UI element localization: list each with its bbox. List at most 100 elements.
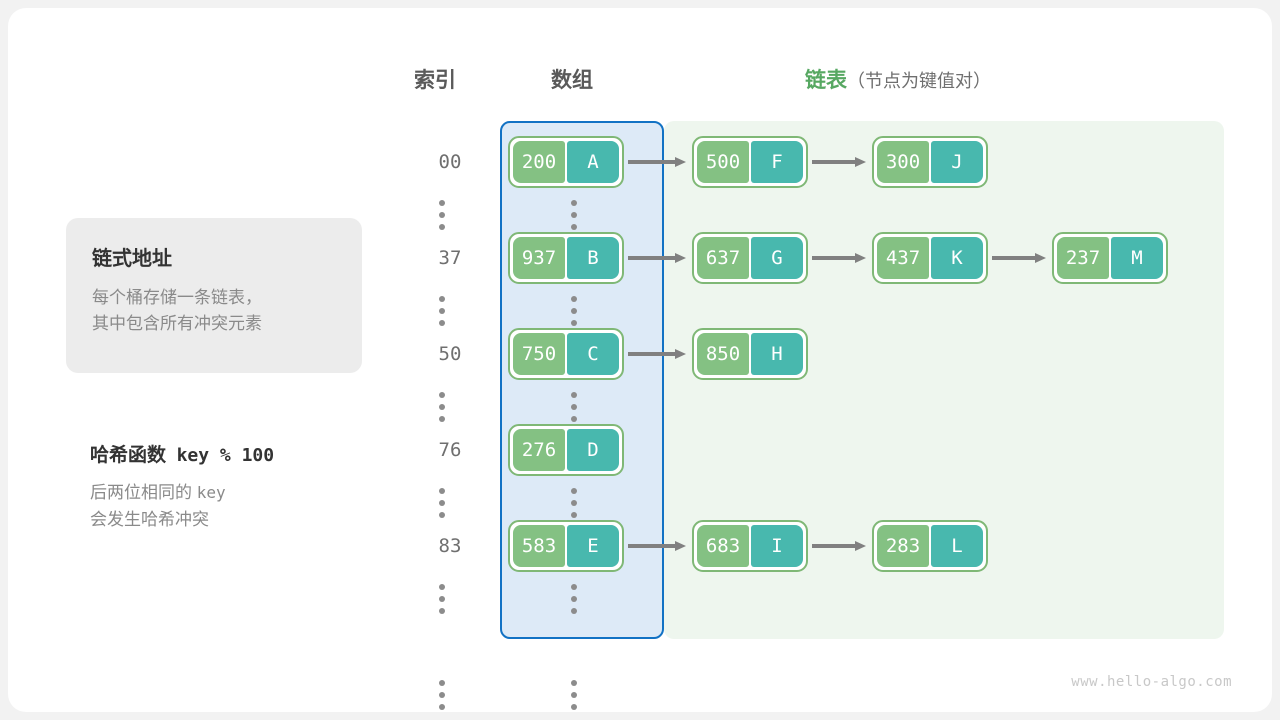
- kv-node-key: 850: [697, 333, 749, 375]
- kv-node-value: I: [751, 525, 803, 567]
- ellipsis-dot: [439, 608, 445, 614]
- bucket-index-label: 83: [438, 535, 462, 557]
- chain-arrow-37-2: [992, 253, 1046, 263]
- ellipsis-dot: [571, 308, 577, 314]
- column-header-index: 索引: [414, 69, 456, 92]
- kv-node-key: 237: [1057, 237, 1109, 279]
- info-callout-title: 链式地址: [92, 248, 172, 270]
- diagram-card: 索引 数组 链表（节点为键值对） 链式地址 每个桶存储一条链表， 其中包含所有冲…: [8, 8, 1272, 712]
- kv-node-value: G: [751, 237, 803, 279]
- ellipsis-dot: [439, 200, 445, 206]
- kv-node-key: 637: [697, 237, 749, 279]
- kv-node-value: J: [931, 141, 983, 183]
- ellipsis-dot: [571, 500, 577, 506]
- hash-function-label: 哈希函数: [90, 445, 167, 466]
- kv-node-value: L: [931, 525, 983, 567]
- ellipsis-dot: [439, 296, 445, 302]
- column-header-array: 数组: [551, 69, 593, 92]
- arrow-shaft: [812, 544, 856, 548]
- ellipsis-dot: [571, 320, 577, 326]
- ellipsis-dot: [571, 512, 577, 518]
- bucket-index-label: 76: [438, 439, 462, 461]
- vertical-ellipsis-index-0: [439, 200, 445, 230]
- kv-node-value: M: [1111, 237, 1163, 279]
- kv-node-key: 200: [513, 141, 565, 183]
- vertical-ellipsis-array-4: [571, 584, 577, 614]
- kv-node-key: 500: [697, 141, 749, 183]
- hash-note-line-1-code: key: [196, 483, 226, 502]
- chain-arrow-00-1: [812, 157, 866, 167]
- hash-note-line-1: 后两位相同的 key: [90, 479, 430, 506]
- bucket-index-label: 37: [438, 247, 462, 269]
- ellipsis-dot: [571, 608, 577, 614]
- kv-node-value: H: [751, 333, 803, 375]
- ellipsis-dot: [571, 296, 577, 302]
- ellipsis-dot: [439, 488, 445, 494]
- chain-arrow-83-1: [812, 541, 866, 551]
- ellipsis-dot: [571, 692, 577, 698]
- kv-node-key: 583: [513, 525, 565, 567]
- kv-node-value: K: [931, 237, 983, 279]
- kv-node-value: F: [751, 141, 803, 183]
- arrow-shaft: [628, 160, 676, 164]
- info-callout-line-2: 其中包含所有冲突元素: [92, 314, 262, 334]
- kv-node-key: 437: [877, 237, 929, 279]
- hash-function-title: 哈希函数 key % 100: [90, 440, 430, 467]
- vertical-ellipsis-array-3: [571, 488, 577, 518]
- vertical-ellipsis-array-0: [571, 200, 577, 230]
- column-header-linkedlist: 链表（节点为键值对）: [805, 64, 991, 94]
- arrow-shaft: [628, 544, 676, 548]
- ellipsis-dot: [439, 596, 445, 602]
- arrow-shaft: [992, 256, 1036, 260]
- kv-node-value: D: [567, 429, 619, 471]
- ellipsis-dot: [439, 416, 445, 422]
- ellipsis-dot: [571, 488, 577, 494]
- arrow-head: [855, 541, 866, 551]
- ellipsis-dot: [571, 212, 577, 218]
- hash-function-body: 后两位相同的 key 会发生哈希冲突: [90, 479, 430, 533]
- kv-node-key: 937: [513, 237, 565, 279]
- kv-node-value: B: [567, 237, 619, 279]
- kv-node-key: 750: [513, 333, 565, 375]
- ellipsis-dot: [571, 392, 577, 398]
- chain-arrow-37-1: [812, 253, 866, 263]
- vertical-ellipsis-index-3: [439, 488, 445, 518]
- vertical-ellipsis-array-2: [571, 392, 577, 422]
- vertical-ellipsis-array-5: [571, 680, 577, 710]
- vertical-ellipsis-index-1: [439, 296, 445, 326]
- bucket-index-label: 50: [438, 343, 462, 365]
- ellipsis-dot: [571, 224, 577, 230]
- ellipsis-dot: [439, 320, 445, 326]
- vertical-ellipsis-array-1: [571, 296, 577, 326]
- ellipsis-dot: [571, 200, 577, 206]
- chain-arrow-00-0: [628, 157, 686, 167]
- ellipsis-dot: [571, 680, 577, 686]
- chain-arrow-83-0: [628, 541, 686, 551]
- arrow-head: [675, 253, 686, 263]
- ellipsis-dot: [439, 404, 445, 410]
- vertical-ellipsis-index-4: [439, 584, 445, 614]
- arrow-head: [1035, 253, 1046, 263]
- arrow-head: [675, 349, 686, 359]
- arrow-shaft: [812, 256, 856, 260]
- info-callout-body: 每个桶存储一条链表， 其中包含所有冲突元素: [92, 285, 336, 338]
- arrow-head: [675, 541, 686, 551]
- info-callout-line-1: 每个桶存储一条链表，: [92, 288, 262, 307]
- ellipsis-dot: [571, 596, 577, 602]
- ellipsis-dot: [571, 584, 577, 590]
- kv-node-value: C: [567, 333, 619, 375]
- arrow-shaft: [628, 352, 676, 356]
- column-header-linkedlist-main: 链表: [805, 69, 847, 92]
